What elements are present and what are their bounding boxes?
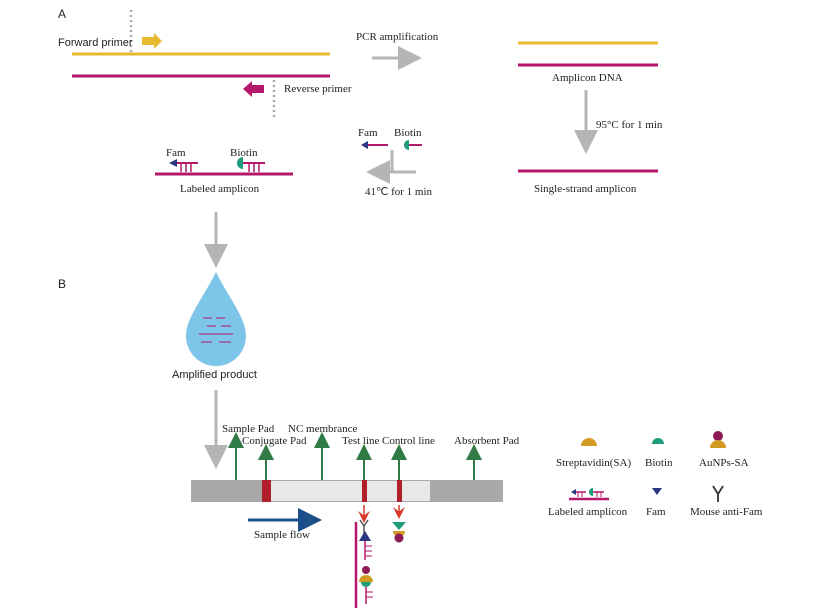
legend-aunp-icon: [713, 431, 723, 441]
legend-fam-icon: [652, 488, 662, 495]
test-line-label: Test line: [342, 435, 380, 447]
test-line-biotin-icon: [361, 582, 371, 587]
legend-fam-label: Fam: [646, 506, 666, 518]
biotin-primer-icon: [404, 140, 409, 150]
amplified-product-drop-icon: [186, 272, 246, 366]
nc-membrane-region: [270, 481, 430, 501]
test-line-band: [362, 480, 367, 502]
legend-anti-fam-label: Mouse anti-Fam: [690, 506, 763, 518]
nc-membrane-label: NC membrance: [288, 423, 357, 435]
legend-labeled-amplicon-icon: [569, 488, 609, 501]
test-line-fam-icon: [359, 531, 371, 541]
legend-anti-fam-icon: [712, 485, 724, 502]
fam-primer-icon: [361, 141, 368, 149]
forward-primer-arrow-icon: [142, 33, 162, 49]
legend-labeled-amplicon-label: Labeled amplicon: [548, 506, 628, 518]
denature-label: 95°C for 1 min: [596, 119, 663, 131]
legend-aunps-label: AuNPs-SA: [699, 457, 749, 469]
reverse-primer-label: Reverse primer: [284, 83, 352, 95]
test-line-detail: [354, 519, 373, 608]
single-strand-label: Single-strand amplicon: [534, 183, 637, 195]
panel-b-label: B: [58, 277, 66, 291]
sample-flow-label: Sample flow: [254, 529, 310, 541]
test-line-sa-icon: [359, 575, 373, 582]
labeled-amplicon-biotin-label: Biotin: [230, 147, 258, 159]
legend-streptavidin-label: Streptavidin(SA): [556, 457, 631, 469]
conjugate-pad-label: Conjugate Pad: [242, 435, 307, 447]
labeled-amplicon-fam-icon: [169, 159, 177, 167]
amplicon-dna-label: Amplicon DNA: [552, 72, 623, 84]
drop-amplicons: [199, 317, 233, 343]
control-line-band: [397, 480, 402, 502]
sample-pad-label: Sample Pad: [222, 423, 275, 435]
biotin-primer-label: Biotin: [394, 127, 422, 139]
conjugate-pad-band: [262, 480, 271, 502]
control-line-label: Control line: [382, 435, 435, 447]
legend-biotin-icon: [652, 438, 664, 444]
reverse-primer-arrow-icon: [243, 81, 264, 97]
labeled-amplicon-fam-end: [169, 159, 198, 172]
panel-a-label: A: [58, 7, 66, 21]
forward-primer-label: Forward primer: [58, 37, 133, 49]
control-aunp-icon: [394, 533, 404, 543]
fam-primer-label: Fam: [358, 127, 378, 139]
amplified-product-label: Amplified product: [172, 369, 257, 381]
test-line-aunp-icon: [362, 566, 370, 574]
legend-biotin-label: Biotin: [645, 457, 673, 469]
legend-aunp-sa-icon: [710, 440, 726, 448]
labeled-amplicon-label: Labeled amplicon: [180, 183, 260, 195]
control-line-detail: [392, 522, 406, 543]
control-biotin-icon: [392, 522, 406, 530]
legend-streptavidin-icon: [581, 438, 597, 446]
absorbent-pad-label: Absorbent Pad: [454, 435, 520, 447]
anneal-label: 41℃ for 1 min: [365, 186, 433, 198]
labeled-amplicon-fam-label: Fam: [166, 147, 186, 159]
pcr-label: PCR amplification: [356, 31, 439, 43]
labeled-amplicon-biotin-end: [237, 157, 265, 172]
anneal-arrow-stem: [390, 150, 416, 174]
labeled-amplicon-biotin-icon: [237, 157, 243, 169]
